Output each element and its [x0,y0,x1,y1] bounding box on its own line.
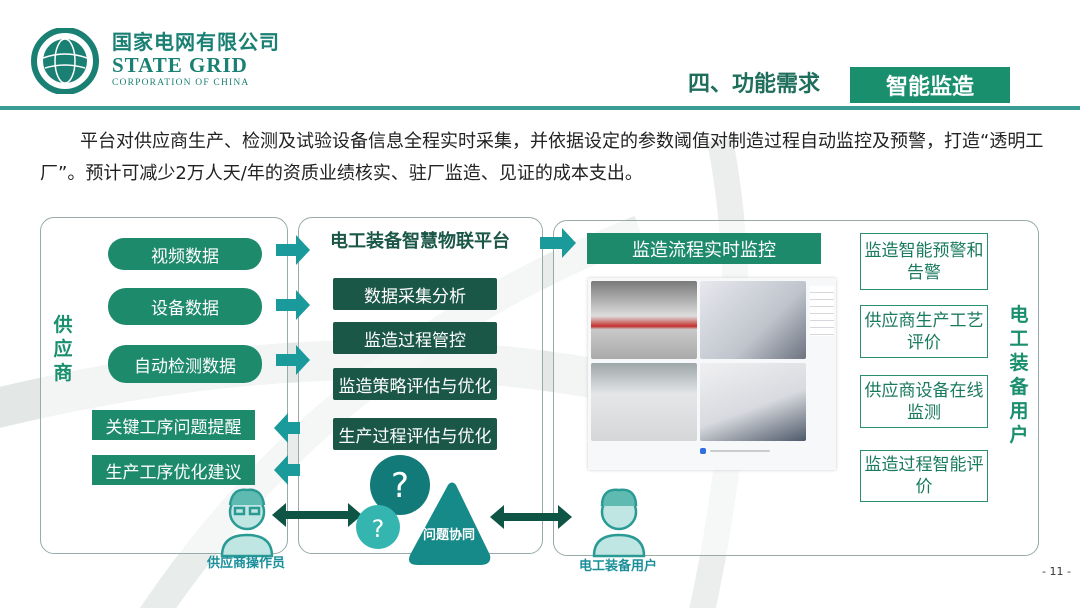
equipment-user-label: 电工装备用户 [579,559,658,574]
input-video-data: 视频数据 [108,238,262,270]
logo-subtitle: CORPORATION OF CHINA [112,78,250,88]
pagination[interactable] [710,450,770,452]
feature-supervision-evaluation: 监造过程智能评价 [860,450,988,502]
pagination-current[interactable] [700,448,706,454]
collab-triangle [409,482,491,565]
equipment-user-avatar-icon [592,488,646,558]
arrow-left-icon [274,413,300,443]
camera-feed-3[interactable] [591,363,697,441]
monitoring-screenshot [588,278,836,470]
camera-feed-2[interactable] [700,281,806,359]
header-divider [0,106,1080,110]
output-process-optimization: 生产工序优化建议 [92,455,255,485]
feature-warning-alarm: 监造智能预警和告警 [860,233,988,290]
arrow-right-icon [540,228,576,258]
arrow-right-icon [276,235,310,265]
double-arrow-icon [272,503,362,527]
camera-feed-1[interactable] [591,281,697,359]
feature-process-evaluation: 供应商生产工艺评价 [860,305,988,358]
section-title: 四、功能需求 [688,72,821,97]
arrow-left-icon [274,455,300,485]
logo-english-name: STATE GRID [112,53,248,77]
function-production-evaluation: 生产过程评估与优化 [333,418,497,450]
section-tag: 智能监造 [850,67,1010,103]
state-grid-logo [31,28,99,94]
monitor-title: 监造流程实时监控 [587,233,821,264]
question-bubble-small-icon [356,505,400,549]
device-info-list [810,286,834,336]
function-process-control: 监造过程管控 [333,322,497,354]
double-arrow-icon [490,505,572,529]
arrow-right-icon [276,345,310,375]
camera-feed-4[interactable] [700,363,806,441]
page-number: - 11 - [1042,565,1071,578]
question-bubble-icon [370,455,430,515]
arrow-right-icon [276,290,310,320]
supplier-operator-label: 供应商操作员 [207,556,286,571]
feature-device-monitoring: 供应商设备在线监测 [860,375,988,428]
supplier-operator-avatar-icon [220,488,274,558]
output-key-process-alert: 关键工序问题提醒 [92,410,255,440]
intro-paragraph: 平台对供应商生产、检测及试验设备信息全程实时采集，并依据设定的参数阈值对制造过程… [40,131,1044,184]
input-auto-test-data: 自动检测数据 [108,345,262,383]
supplier-label: 供应商 [53,314,73,384]
logo-chinese-name: 国家电网有限公司 [112,30,280,54]
input-device-data: 设备数据 [108,288,262,325]
svg-text:?: ? [372,515,385,543]
function-strategy-evaluation: 监造策略评估与优化 [333,368,497,400]
platform-title: 电工装备智慧物联平台 [330,231,510,252]
svg-text:?: ? [391,466,409,506]
collab-label: 问题协同 [422,528,475,543]
equipment-user-label-vertical: 电工装备用户 [1009,304,1029,446]
function-data-analysis: 数据采集分析 [333,278,497,310]
